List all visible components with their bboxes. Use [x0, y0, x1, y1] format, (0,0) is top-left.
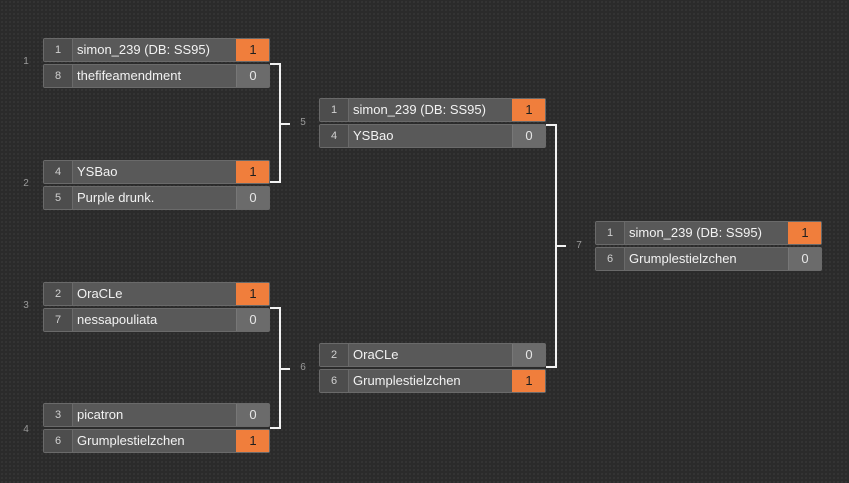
participant-row[interactable]: 6 Grumplestielzchen 1 [319, 369, 546, 393]
participant-name: OraCLe [353, 347, 399, 362]
score: 0 [236, 404, 269, 426]
participant-row[interactable]: 5 Purple drunk. 0 [43, 186, 270, 210]
match-label: 7 [576, 240, 582, 251]
score-winner: 1 [512, 370, 545, 392]
score-winner: 1 [236, 283, 269, 305]
match-label: 2 [23, 178, 29, 189]
seed-number: 2 [320, 344, 349, 366]
participant-row[interactable]: 1 simon_239 (DB: SS95) 1 [43, 38, 270, 62]
participant-name: simon_239 (DB: SS95) [353, 102, 486, 117]
match-label: 6 [300, 362, 306, 373]
participant-row[interactable]: 7 nessapouliata 0 [43, 308, 270, 332]
participant-row[interactable]: 6 Grumplestielzchen 0 [595, 247, 822, 271]
participant-name: simon_239 (DB: SS95) [77, 42, 210, 57]
score: 0 [236, 65, 269, 87]
participant-name: YSBao [77, 164, 118, 179]
participant-row[interactable]: 4 YSBao 0 [319, 124, 546, 148]
score-winner: 1 [236, 39, 269, 61]
participant-name: Purple drunk. [77, 190, 155, 205]
participant-name: nessapouliata [77, 312, 158, 327]
seed-number: 4 [320, 125, 349, 147]
match-label: 1 [23, 56, 29, 67]
participant-row[interactable]: 1 simon_239 (DB: SS95) 1 [595, 221, 822, 245]
participant-row[interactable]: 6 Grumplestielzchen 1 [43, 429, 270, 453]
seed-number: 6 [596, 248, 625, 270]
match-label: 4 [23, 424, 29, 435]
seed-number: 5 [44, 187, 73, 209]
seed-number: 7 [44, 309, 73, 331]
bracket-connector [270, 63, 281, 183]
score-winner: 1 [236, 430, 269, 452]
participant-row[interactable]: 4 YSBao 1 [43, 160, 270, 184]
participant-name: Grumplestielzchen [629, 251, 737, 266]
participant-name: YSBao [353, 128, 394, 143]
seed-number: 6 [44, 430, 73, 452]
seed-number: 4 [44, 161, 73, 183]
participant-name: picatron [77, 407, 124, 422]
participant-name: simon_239 (DB: SS95) [629, 225, 762, 240]
bracket-connector [557, 245, 566, 247]
seed-number: 3 [44, 404, 73, 426]
seed-number: 2 [44, 283, 73, 305]
participant-row[interactable]: 1 simon_239 (DB: SS95) 1 [319, 98, 546, 122]
seed-number: 6 [320, 370, 349, 392]
bracket-connector [270, 307, 281, 429]
seed-number: 8 [44, 65, 73, 87]
bracket-connector [281, 368, 290, 370]
score: 0 [512, 125, 545, 147]
participant-row[interactable]: 3 picatron 0 [43, 403, 270, 427]
seed-number: 1 [320, 99, 349, 121]
score: 0 [236, 187, 269, 209]
participant-row[interactable]: 8 thefifeamendment 0 [43, 64, 270, 88]
score: 0 [788, 248, 821, 270]
participant-row[interactable]: 2 OraCLe 0 [319, 343, 546, 367]
bracket-connector [546, 124, 557, 368]
score-winner: 1 [788, 222, 821, 244]
match-label: 5 [300, 117, 306, 128]
participant-name: thefifeamendment [77, 68, 182, 83]
score: 0 [236, 309, 269, 331]
participant-name: OraCLe [77, 286, 123, 301]
score: 0 [512, 344, 545, 366]
match-label: 3 [23, 300, 29, 311]
participant-name: Grumplestielzchen [353, 373, 461, 388]
seed-number: 1 [596, 222, 625, 244]
participant-name: Grumplestielzchen [77, 433, 185, 448]
score-winner: 1 [512, 99, 545, 121]
seed-number: 1 [44, 39, 73, 61]
score-winner: 1 [236, 161, 269, 183]
bracket-connector [281, 123, 290, 125]
participant-row[interactable]: 2 OraCLe 1 [43, 282, 270, 306]
